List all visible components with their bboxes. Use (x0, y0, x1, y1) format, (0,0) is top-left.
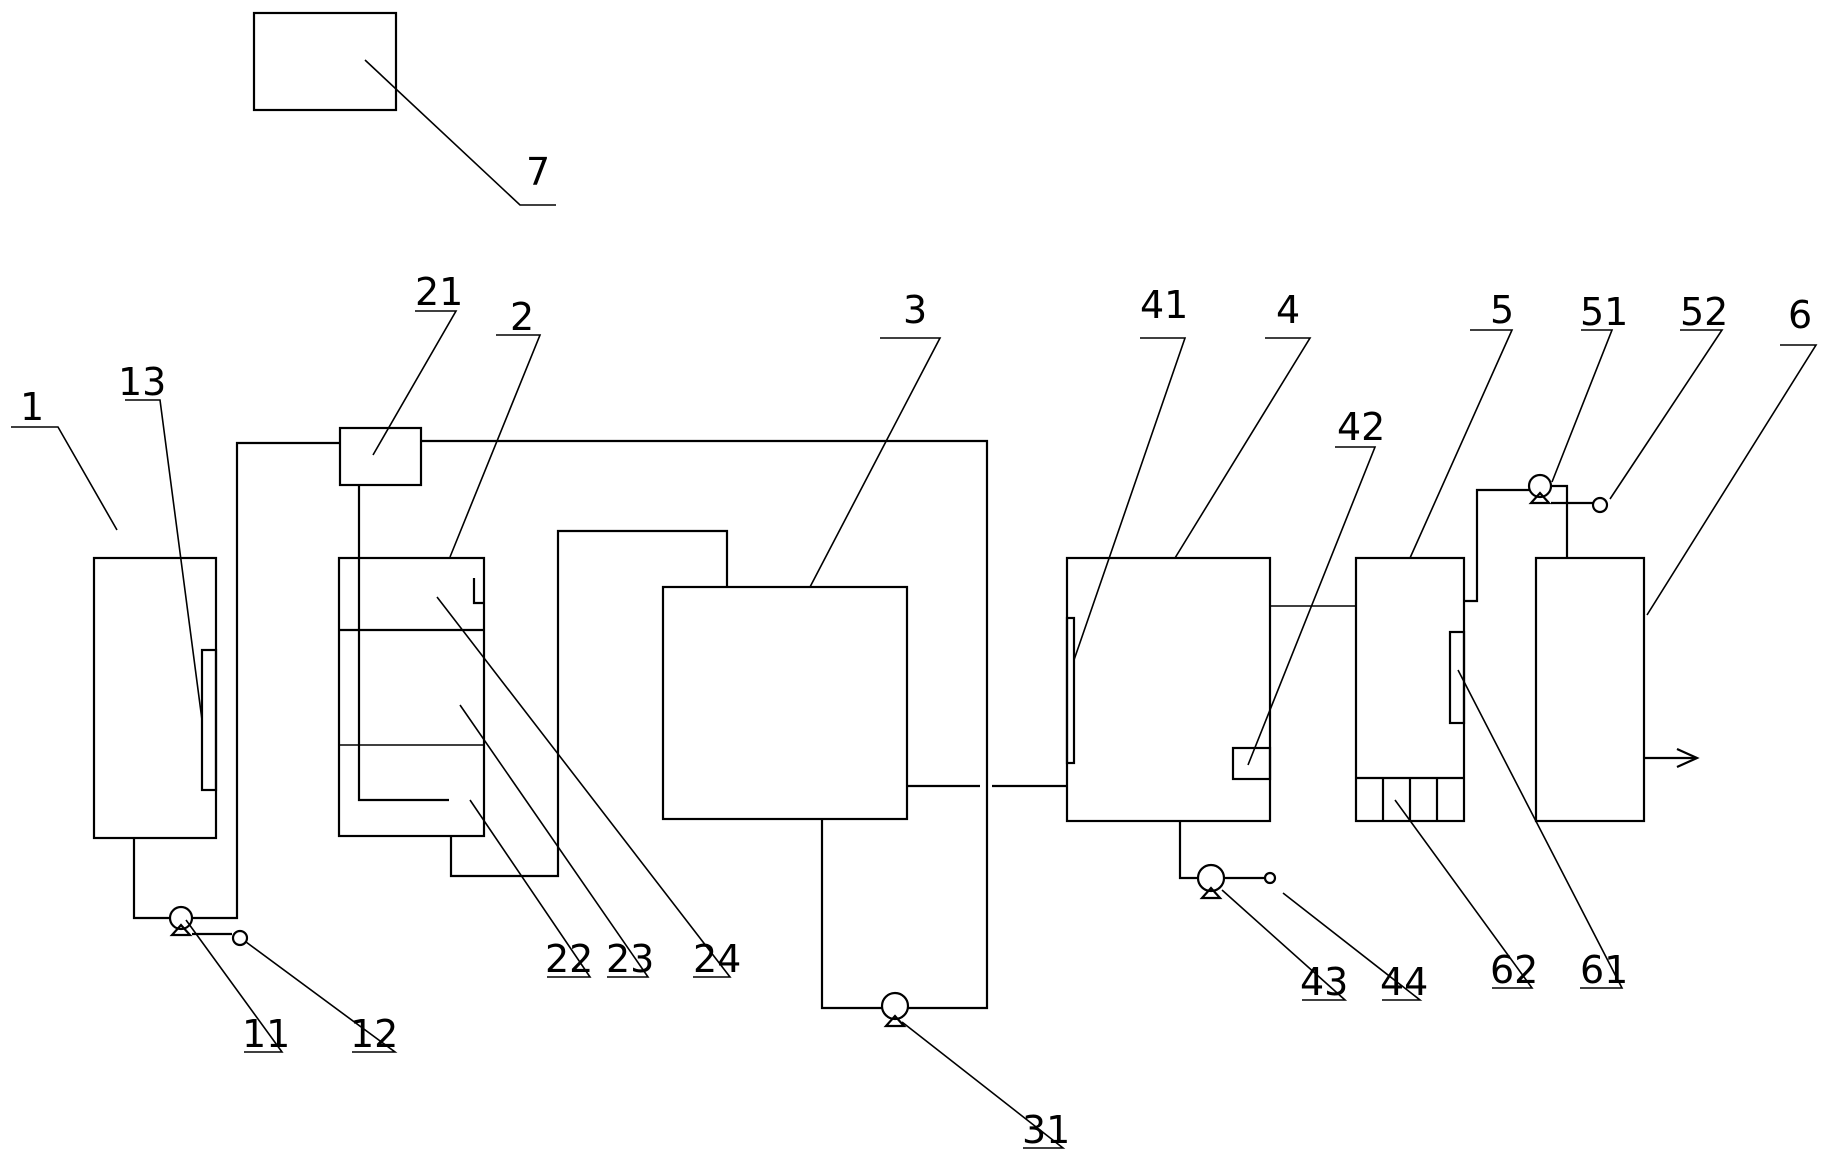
reactor-2-outlet-24 (472, 578, 484, 605)
pump-11-icon (168, 905, 194, 931)
pump-51-base (1528, 491, 1552, 505)
pipe-5-to-pump51 (1464, 488, 1530, 603)
label-43: 43 (1300, 960, 1348, 1004)
label-7: 7 (526, 150, 550, 194)
pipe-2-to-3 (449, 529, 729, 878)
label-52: 52 (1680, 290, 1728, 334)
pipe-21-to-31-loop (421, 439, 989, 1010)
component-42-box (1231, 746, 1272, 781)
label-24: 24 (693, 937, 741, 981)
label-44: 44 (1380, 960, 1428, 1004)
label-21: 21 (415, 270, 463, 314)
valve-12-icon (231, 929, 249, 947)
label-2: 2 (510, 295, 534, 339)
pipe-pump11-box21 (193, 441, 340, 920)
label-13: 13 (118, 360, 166, 404)
label-41: 41 (1140, 283, 1188, 327)
label-3: 3 (903, 288, 927, 332)
pump-31-base (883, 1014, 907, 1028)
tank-6 (1534, 556, 1646, 823)
label-6: 6 (1788, 293, 1812, 337)
pipe-3-to-pump31 (820, 819, 882, 1010)
label-4: 4 (1276, 288, 1300, 332)
label-1: 1 (20, 385, 44, 429)
pump-43-base (1199, 886, 1223, 900)
tank-3 (661, 585, 909, 821)
label-11: 11 (242, 1012, 290, 1056)
label-22: 22 (545, 937, 593, 981)
pump-31-icon (880, 991, 910, 1021)
pipe-21-to-22 (357, 485, 449, 802)
tank-1 (92, 556, 218, 840)
label-12: 12 (350, 1012, 398, 1056)
valve-52-icon (1591, 496, 1609, 514)
label-61: 61 (1580, 948, 1628, 992)
valve-44-icon (1263, 871, 1277, 885)
pipe-4-to-pump43 (1178, 821, 1198, 880)
label-23: 23 (606, 937, 654, 981)
label-5: 5 (1490, 288, 1514, 332)
component-13-plate (200, 648, 218, 792)
component-7-box (252, 11, 398, 112)
pump-11-base (169, 923, 193, 937)
reactor-2 (337, 556, 486, 838)
component-41-plate (1065, 616, 1076, 765)
tank-4 (1065, 556, 1272, 823)
label-31: 31 (1022, 1108, 1070, 1152)
leader-lines (11, 59, 1818, 1149)
component-61-plate (1448, 630, 1466, 725)
label-51: 51 (1580, 290, 1628, 334)
pipe-tank1-pump11 (132, 838, 170, 920)
component-21-box (338, 426, 423, 487)
label-62: 62 (1490, 948, 1538, 992)
pipe-pump51-tank6 (1551, 484, 1569, 558)
label-42: 42 (1337, 405, 1385, 449)
outlet-arrow-head (1676, 747, 1700, 769)
